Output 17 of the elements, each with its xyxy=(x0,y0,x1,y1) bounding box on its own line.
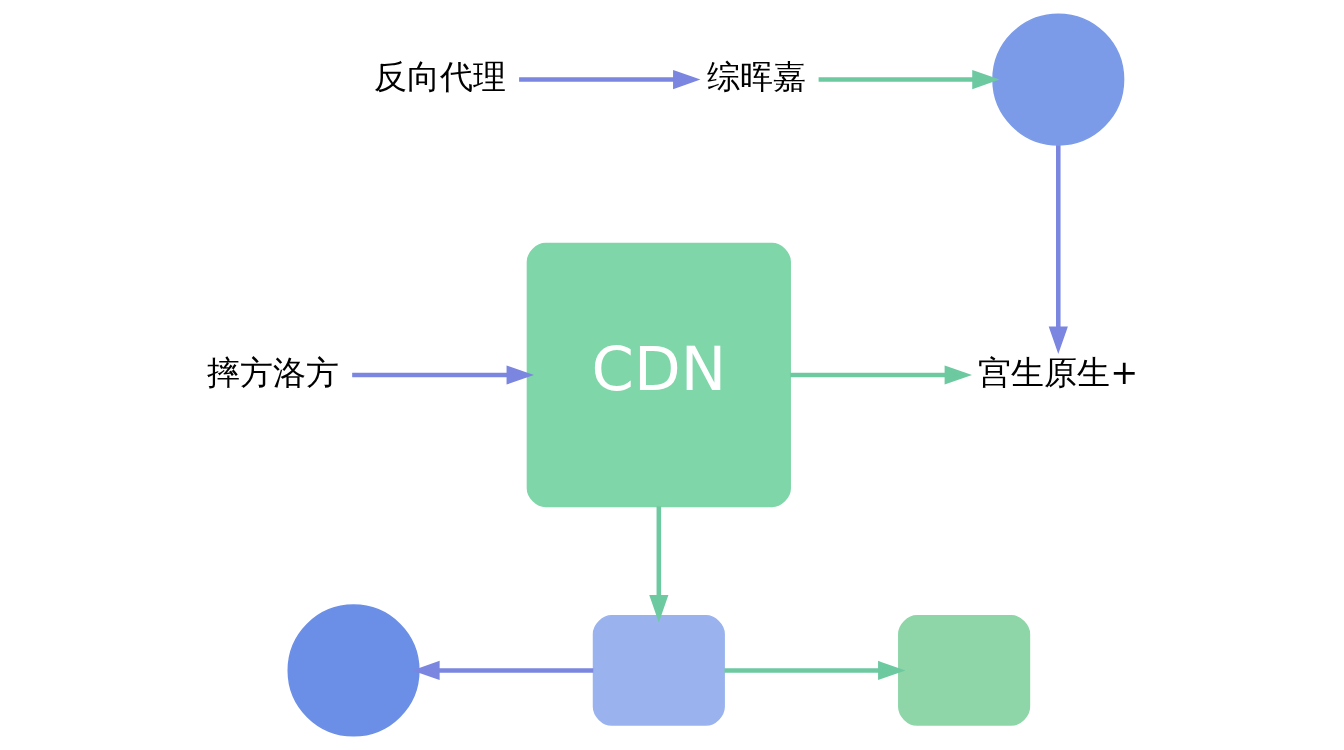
arrow xyxy=(648,506,668,623)
arrow xyxy=(518,70,700,90)
node-box: CDN xyxy=(526,242,791,508)
arrow xyxy=(723,660,905,680)
node-text: 反向代理 xyxy=(373,57,506,97)
node-text: 综晖嘉 xyxy=(706,57,806,97)
arrow xyxy=(411,660,593,680)
node-text: 宫生原生+ xyxy=(977,352,1138,392)
arrow xyxy=(789,365,972,385)
arrow xyxy=(818,70,1000,90)
node-box xyxy=(592,614,725,726)
node-text: 摔方洛方 xyxy=(206,352,339,392)
node-circle xyxy=(991,13,1124,146)
node-circle xyxy=(287,604,420,737)
arrow xyxy=(351,365,534,385)
node-box xyxy=(897,614,1030,726)
arrow xyxy=(1048,145,1068,354)
